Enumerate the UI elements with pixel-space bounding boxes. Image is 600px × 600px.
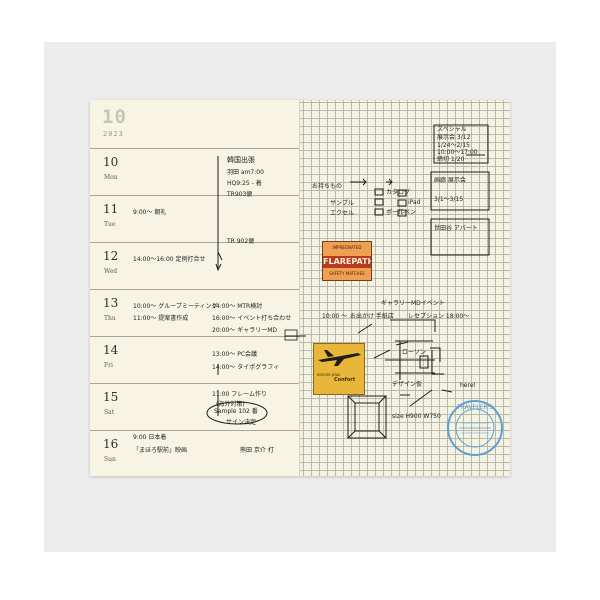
grid-note-22: デザイン仮 [392, 381, 423, 388]
note-thu-4: 16:00～ イベント打ち合わせ [212, 315, 292, 322]
matchbox-top-label: IMPREGNATED [332, 245, 362, 250]
week-number: 10 [102, 106, 127, 128]
grid-note-16: 10:00 ～ [322, 313, 348, 320]
day-name: Mon [104, 174, 118, 181]
airplane-sticker-text-2: Confort [334, 377, 356, 383]
grid-note-9: 1/24～2/15 [437, 142, 470, 149]
note-sat-1: Sample 102 番 [214, 408, 258, 415]
grid-note-19: ローソン [402, 349, 427, 356]
grid-note-1: お持ちもの [312, 183, 343, 190]
grid-note-2: サンプル [330, 200, 354, 207]
matchbox-band [323, 256, 371, 268]
grid-note-14: 世田谷 アパート [434, 225, 478, 232]
day-name: Wed [104, 268, 118, 275]
grid-note-10: 10:00～17:00 [437, 149, 478, 156]
note-tue-2: TR 902便 [227, 238, 255, 245]
note-sat-2: 11:00 フレーム作り [212, 391, 268, 398]
note-mon-2: 羽田 am7:00 [227, 169, 264, 176]
note-sun-1: 9:00 日本着 [133, 434, 167, 441]
matchbox-sticker: IMPREGNATED FLAREPATH SAFETY MATCHES [322, 241, 372, 281]
note-sun-3: 熊田 京介 打 [240, 447, 274, 454]
note-sat-4: サイン決定 [226, 419, 257, 426]
note-thu-2: 11:00～ 提案書作成 [133, 315, 189, 322]
day-number: 16 [103, 437, 119, 451]
ink-drawings [206, 124, 490, 439]
note-sat-3: (海外対策) [216, 401, 245, 408]
day-number: 12 [103, 249, 119, 263]
day-row-tue: 11 Tue [90, 195, 299, 242]
grid-note-3: カタログ [386, 189, 411, 196]
note-thu-3: 14:00～ MTR検討 [212, 303, 263, 310]
grid-note-15: ギャラリーMDイベント [381, 300, 445, 307]
day-row-mon: 10 Mon [90, 148, 299, 195]
grid-note-21: size H900 W750 [392, 413, 441, 420]
day-row-fri: 14 Fri [90, 336, 299, 383]
grid-note-7: スペシャル [437, 126, 467, 133]
matchbox-main-label: FLAREPATH [323, 257, 372, 266]
grid-note-13: 3/1～3/15 [434, 196, 464, 203]
day-name: Thu [104, 315, 116, 322]
day-row-sun: 16 Sun [90, 430, 299, 477]
day-name: Fri [104, 362, 113, 369]
grid-note-20: here! [460, 382, 476, 389]
grid-note-6: エクセル [330, 210, 355, 217]
day-number: 10 [103, 155, 119, 169]
grid-note-8: 展示会 3/12 [437, 134, 471, 141]
week-year: 2023 [103, 130, 124, 138]
note-thu-1: 10:00～ グループミーティング [133, 303, 218, 310]
day-row-wed: 12 Wed [90, 242, 299, 289]
note-tue-1: 9:00～ 朝礼 [133, 209, 167, 216]
grid-note-5: iPad [408, 199, 421, 206]
day-row-sat: 15 Sat [90, 383, 299, 430]
day-number: 13 [103, 296, 119, 310]
day-row-thu: 13 Thu [90, 289, 299, 336]
note-sun-2: 「まほろ駅前」映画 [133, 447, 188, 454]
note-fri-1: 13:00～ PC会議 [212, 351, 258, 358]
day-name: Tue [104, 221, 116, 228]
note-mon-1: 韓国出張 [227, 156, 255, 164]
note-thu-5: 20:00～ ギャラリーMD [212, 327, 277, 334]
note-wed-1: 14:00～16:00 定例打合せ [133, 256, 206, 263]
day-name: Sun [104, 456, 116, 463]
note-mon-4: TR903便 [227, 191, 253, 198]
weekly-page: 10 2023 10 Mon 11 Tue 12 Wed 13 Thu 14 F… [90, 100, 300, 476]
grid-note-11: 締切 1/20 [437, 156, 465, 163]
grid-note-12: 画廊 展示会 [434, 177, 466, 184]
airplane-sticker-text-1: encore plus [317, 372, 341, 377]
grid-note-17: お出かけ 手紙店 [350, 313, 394, 320]
weekly-planner: 10 2023 10 Mon 11 Tue 12 Wed 13 Thu 14 F… [90, 100, 510, 476]
day-name: Sat [104, 409, 115, 416]
day-number: 14 [103, 343, 119, 357]
airplane-sticker: encore plus Confort [313, 343, 365, 395]
matchbox-bottom-label: SAFETY MATCHES [329, 271, 365, 276]
airplane-icon [318, 350, 361, 366]
note-mon-3: HQ9:25 - 着 [227, 180, 262, 187]
day-number: 11 [103, 202, 119, 216]
note-fri-2: 14:00～ タイポグラフィ [212, 364, 280, 371]
day-number: 15 [103, 390, 119, 404]
grid-note-4: ボールペン [386, 209, 417, 216]
grid-note-18: レセプション 18:00～ [408, 313, 470, 320]
travelers-stamp: TRAVELER'S [447, 400, 503, 456]
stamp-text: TRAVELER'S [456, 404, 493, 411]
